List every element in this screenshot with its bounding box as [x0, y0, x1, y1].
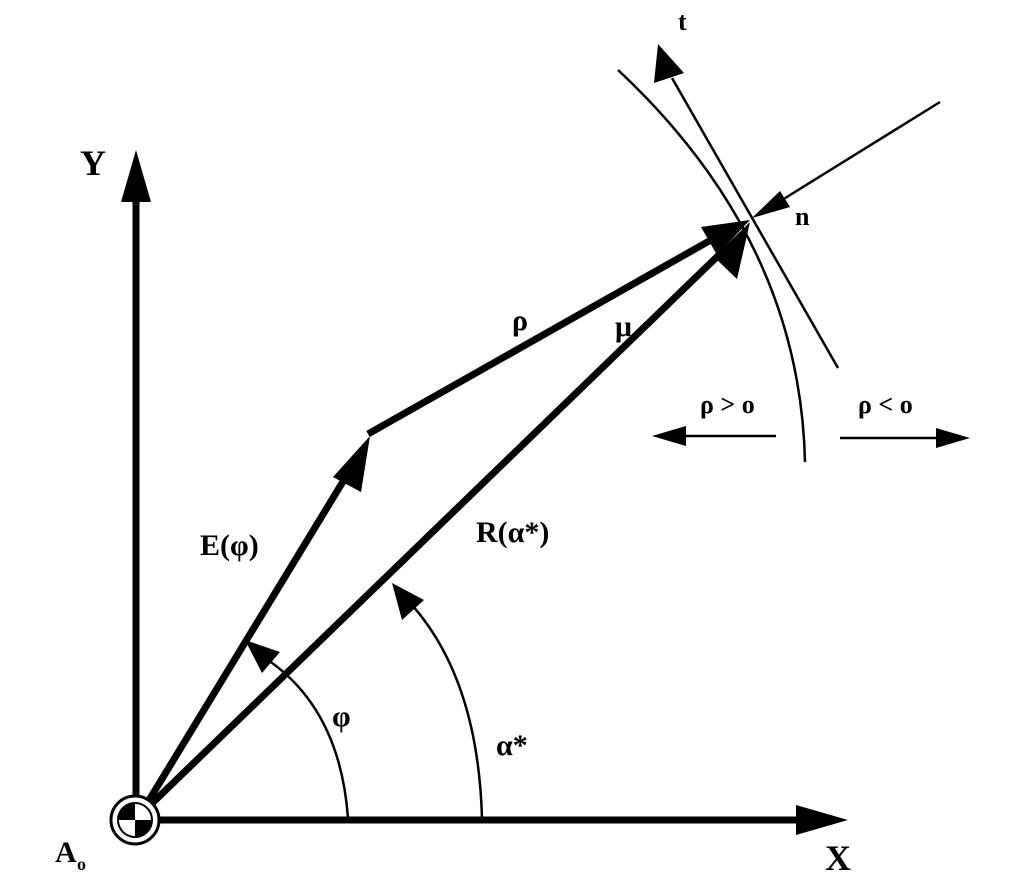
x-axis-label: X — [825, 838, 851, 878]
origin-subscript: o — [77, 854, 86, 874]
tangent-label: t — [678, 7, 687, 36]
tangent-arrowhead — [654, 44, 684, 83]
angle-phi-arrowhead — [245, 640, 280, 673]
origin-pivot-symbol — [109, 794, 161, 846]
normal-label: n — [795, 202, 810, 231]
vector-r-line — [137, 247, 727, 818]
y-axis-arrowhead — [121, 150, 151, 202]
rho-negative-arrowhead — [936, 428, 970, 448]
rho-positive-label: ρ > o — [700, 390, 755, 419]
origin-label: A — [55, 836, 77, 869]
normal-arrowhead — [752, 191, 790, 218]
y-axis-label: Y — [80, 143, 106, 183]
x-axis-arrowhead — [796, 805, 848, 835]
vector-rho-arrowhead — [701, 220, 750, 255]
rho-negative-label: ρ < o — [858, 390, 913, 419]
vector-e-line — [137, 468, 353, 817]
angle-alpha-arc — [411, 604, 484, 819]
vector-rho-line — [366, 232, 720, 438]
mu-label: μ — [615, 310, 632, 343]
vector-e-label: E(φ) — [200, 529, 259, 562]
rho-label: ρ — [512, 304, 528, 337]
normal-line — [781, 100, 941, 202]
rho-positive-arrowhead — [652, 426, 686, 446]
trajectory-curve — [617, 69, 807, 463]
angle-phi-arc — [267, 658, 350, 819]
vector-r-arrowhead — [714, 222, 750, 279]
tangent-line — [670, 77, 840, 369]
vector-r-label: R(α*) — [476, 516, 549, 549]
vector-e-arrowhead — [333, 436, 370, 492]
angle-alpha-label: α* — [496, 729, 528, 762]
angle-alpha-arrowhead — [392, 583, 424, 620]
angle-phi-label: φ — [332, 700, 351, 733]
